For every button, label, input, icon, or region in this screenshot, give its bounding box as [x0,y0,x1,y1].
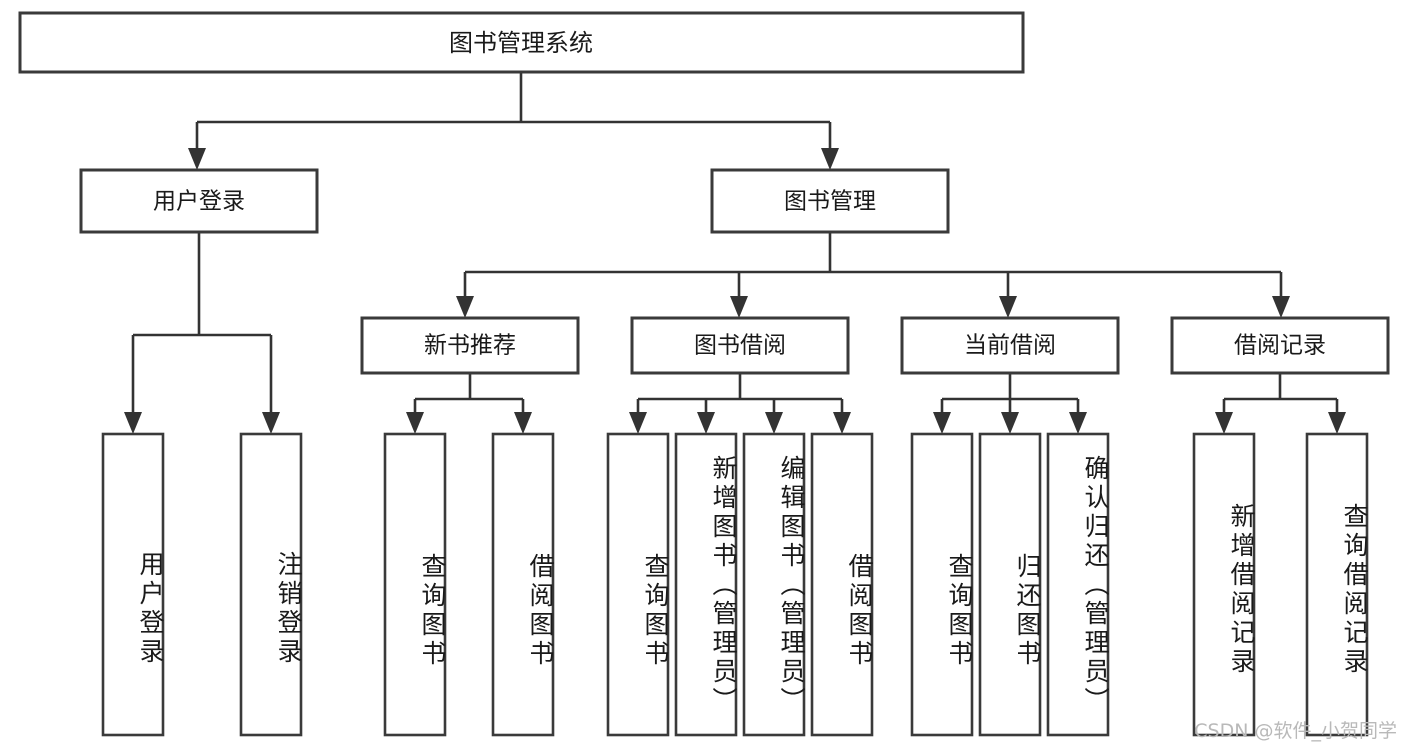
arrow-root-to-book-mgmt [821,148,839,170]
node-leaf-book-borrow-3-box[interactable] [742,432,806,737]
arrow-borrow-record-to-leaf2 [1328,412,1346,434]
csdn-watermark: CSDN @软件_小贺同学 [1194,720,1397,742]
node-current-borrow-label: 当前借阅 [964,333,1056,359]
arrow-book-borrow-to-leaf3 [765,412,783,434]
arrow-user-login-to-leaf2 [262,412,280,434]
nodes-group [18,11,1390,737]
arrow-new-book-to-leaf1 [406,412,424,434]
arrow-new-book-to-leaf2 [514,412,532,434]
connectors-group [124,72,1346,434]
node-labels-group: 图书管理系统 用户登录 图书管理 新书推荐 图书借阅 当前借阅 借阅记录 [153,29,1326,359]
node-book-borrow-box[interactable] [630,316,850,375]
arrow-book-mgmt-to-book-borrow [730,296,748,318]
node-leaf-current-borrow-2-box[interactable] [978,432,1042,737]
node-user-login-box[interactable] [79,168,319,234]
node-new-book-box[interactable] [360,316,580,375]
node-leaf-new-book-1-box[interactable] [383,432,447,737]
arrow-book-mgmt-to-new-book [456,296,474,318]
node-book-mgmt-label: 图书管理 [784,189,876,215]
arrow-current-borrow-to-leaf1 [933,412,951,434]
node-leaf-book-borrow-4-box[interactable] [810,432,874,737]
arrow-current-borrow-to-leaf2 [1001,412,1019,434]
arrow-current-borrow-to-leaf3 [1069,412,1087,434]
arrow-book-borrow-to-leaf4 [833,412,851,434]
node-root-box[interactable] [18,11,1025,74]
node-borrow-record-label: 借阅记录 [1234,333,1326,359]
node-leaf-book-borrow-2-box[interactable] [674,432,738,737]
arrow-book-mgmt-to-borrow-record [1272,296,1290,318]
node-leaf-current-borrow-3-box[interactable] [1046,432,1110,737]
node-leaf-borrow-record-2-box[interactable] [1305,432,1369,737]
node-leaf-book-borrow-1-box[interactable] [606,432,670,737]
node-book-mgmt-box[interactable] [710,168,950,234]
arrow-book-borrow-to-leaf2 [697,412,715,434]
node-leaf-current-borrow-1-box[interactable] [910,432,974,737]
arrow-user-login-to-leaf1 [124,412,142,434]
node-leaf-new-book-2-box[interactable] [491,432,555,737]
node-leaf-borrow-record-1-box[interactable] [1192,432,1256,737]
node-borrow-record-box[interactable] [1170,316,1390,375]
arrow-book-borrow-to-leaf1 [629,412,647,434]
node-new-book-label: 新书推荐 [424,333,516,359]
arrow-root-to-user-login [188,148,206,170]
node-leaf-user-login-1-box[interactable] [101,432,165,737]
node-book-borrow-label: 图书借阅 [694,333,786,359]
node-root-label: 图书管理系统 [449,29,593,57]
arrow-book-mgmt-to-current-borrow [999,296,1017,318]
node-current-borrow-box[interactable] [900,316,1120,375]
node-user-login-label: 用户登录 [153,189,245,215]
arrow-borrow-record-to-leaf1 [1215,412,1233,434]
node-leaf-user-login-2-box[interactable] [239,432,303,737]
